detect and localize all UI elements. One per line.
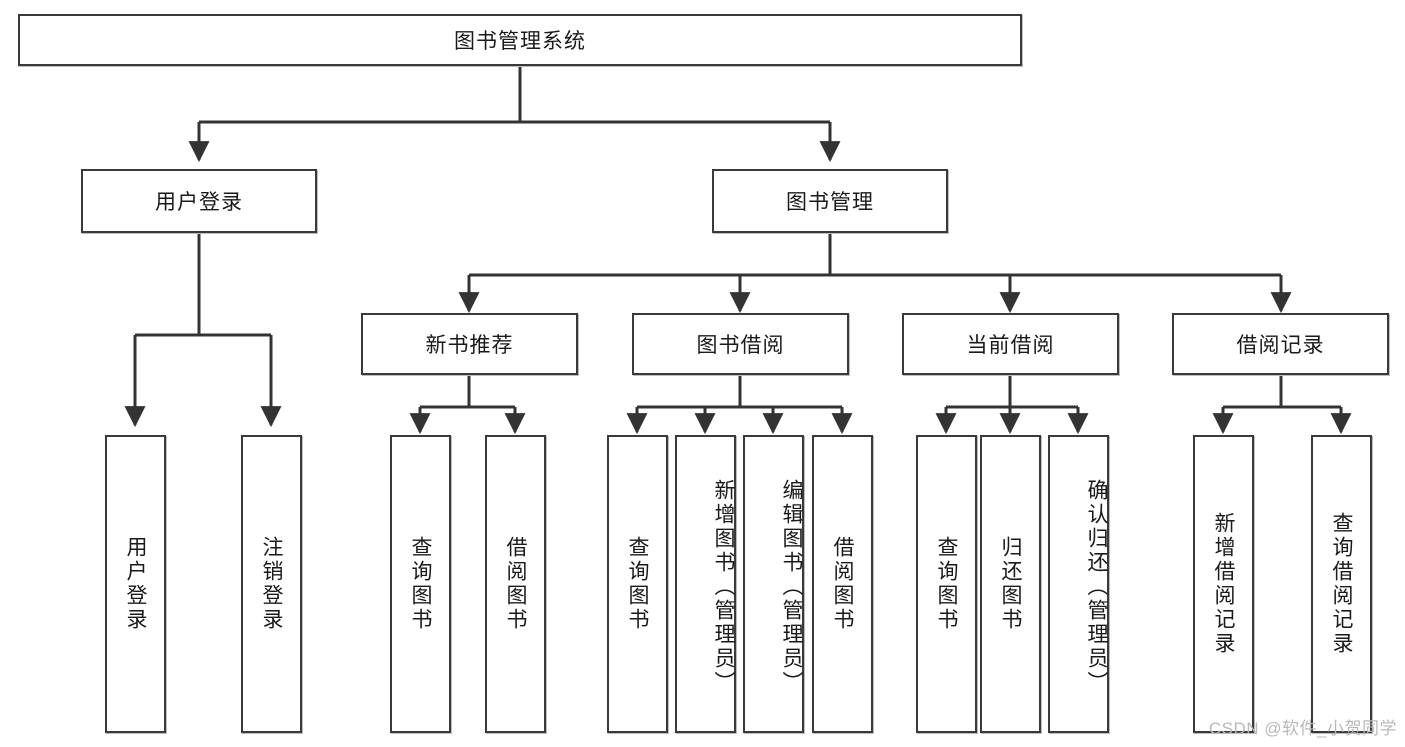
node-leaf-borrow-book-1[interactable]: 借阅图书 [485,435,546,733]
node-root-label: 图书管理系统 [454,30,586,53]
node-borrow-record-label: 借阅记录 [1236,334,1325,357]
node-current-borrow[interactable]: 当前借阅 [902,313,1119,375]
node-book-management[interactable]: 图书管理 [712,169,948,233]
node-leaf-return-book[interactable]: 归还图书 [980,435,1041,733]
node-leaf-add-record-label: 新增借阅记录 [1212,512,1235,656]
node-leaf-query-book-1[interactable]: 查询图书 [390,435,451,733]
node-leaf-edit-book-label: 编辑图书（管理员） [780,479,803,695]
node-leaf-logout-login[interactable]: 注销登录 [241,435,302,733]
node-leaf-query-record-label: 查询借阅记录 [1330,512,1353,656]
node-leaf-return-book-label: 归还图书 [999,536,1022,632]
node-leaf-borrow-book-1-label: 借阅图书 [504,536,527,632]
node-leaf-borrow-book-2-label: 借阅图书 [831,536,854,632]
node-leaf-query-book-2[interactable]: 查询图书 [607,435,668,733]
node-leaf-user-login-label: 用户登录 [124,536,147,632]
node-leaf-borrow-book-2[interactable]: 借阅图书 [812,435,873,733]
node-book-management-label: 图书管理 [786,191,874,214]
node-leaf-query-book-3-label: 查询图书 [935,536,958,632]
node-leaf-add-book[interactable]: 新增图书（管理员） [675,435,736,733]
csdn-watermark: CSDN @软件_小贺同学 [1208,719,1397,738]
node-leaf-query-book-2-label: 查询图书 [626,536,649,632]
node-leaf-user-login[interactable]: 用户登录 [105,435,166,733]
node-current-borrow-label: 当前借阅 [966,334,1055,357]
node-leaf-query-record[interactable]: 查询借阅记录 [1311,435,1372,733]
node-borrow-record[interactable]: 借阅记录 [1172,313,1389,375]
node-leaf-confirm-return[interactable]: 确认归还（管理员） [1048,435,1109,733]
node-root[interactable]: 图书管理系统 [18,14,1022,66]
node-book-borrow-label: 图书借阅 [696,334,785,357]
node-new-book-recommend-label: 新书推荐 [425,334,514,357]
node-book-borrow[interactable]: 图书借阅 [632,313,849,375]
node-leaf-add-book-label: 新增图书（管理员） [712,479,735,695]
node-leaf-confirm-return-label: 确认归还（管理员） [1085,479,1108,695]
node-leaf-add-record[interactable]: 新增借阅记录 [1193,435,1254,733]
node-leaf-edit-book[interactable]: 编辑图书（管理员） [743,435,804,733]
node-leaf-logout-login-label: 注销登录 [260,536,283,632]
node-user-login[interactable]: 用户登录 [81,169,317,233]
node-new-book-recommend[interactable]: 新书推荐 [361,313,578,375]
node-user-login-label: 用户登录 [155,191,243,214]
node-leaf-query-book-1-label: 查询图书 [409,536,432,632]
node-leaf-query-book-3[interactable]: 查询图书 [916,435,977,733]
